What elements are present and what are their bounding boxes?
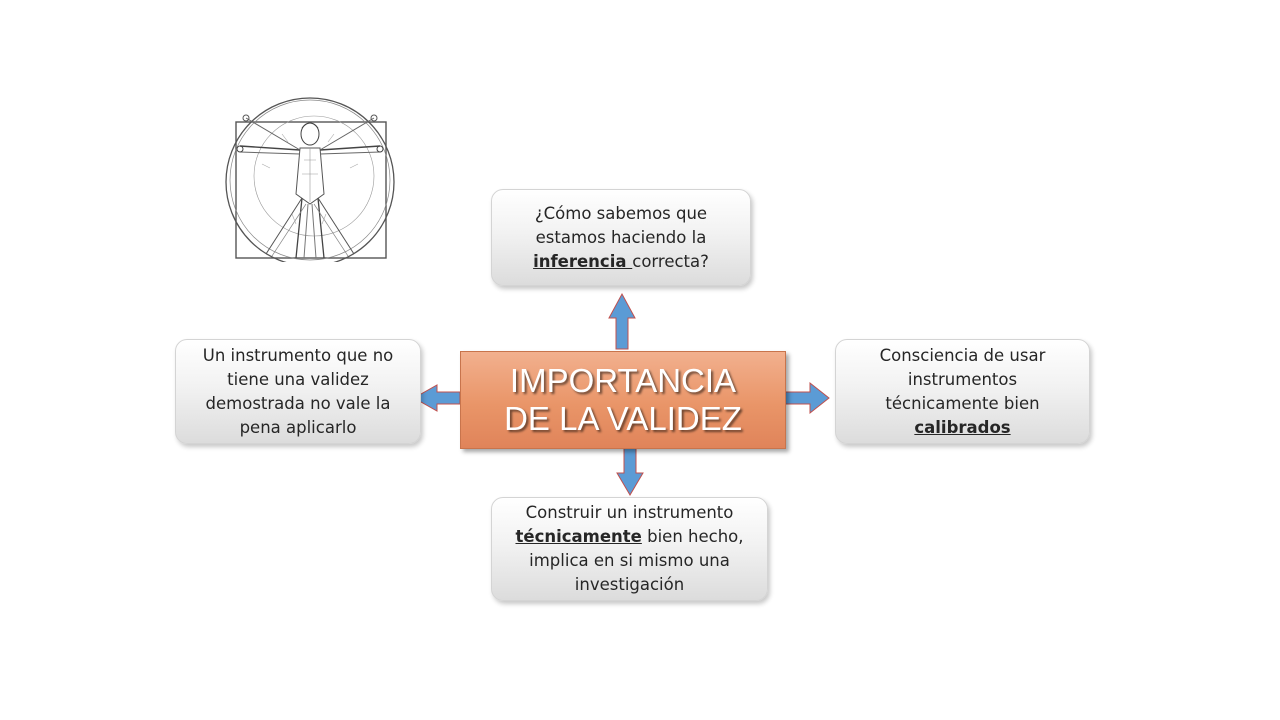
question-line-3: correcta? bbox=[632, 251, 709, 271]
question-line-2: estamos haciendo la bbox=[535, 227, 707, 247]
tecnicamente-emphasis: técnicamente bbox=[515, 527, 642, 546]
arrow-left bbox=[412, 384, 461, 412]
center-title-line-1: IMPORTANCIA bbox=[509, 362, 737, 399]
bottom-line-1: Construir un instrumento bbox=[525, 503, 734, 522]
arrow-right bbox=[783, 381, 830, 415]
center-title-line-2: DE LA VALIDEZ bbox=[504, 400, 742, 437]
bottom-line-3: implica en si mismo una bbox=[529, 551, 730, 570]
bottom-statement-box: Construir un instrumento técnicamente bi… bbox=[491, 497, 768, 601]
bottom-line-2: bien hecho, bbox=[641, 527, 744, 546]
question-line-1: ¿Cómo sabemos que bbox=[534, 203, 708, 223]
vitruvian-man-image bbox=[225, 97, 395, 262]
arrow-down bbox=[616, 443, 644, 496]
arrow-up bbox=[608, 292, 636, 350]
left-line-2: tiene una validez bbox=[227, 369, 369, 389]
left-statement-box: Un instrumento que no tiene una validez … bbox=[175, 339, 421, 444]
question-box: ¿Cómo sabemos que estamos haciendo la in… bbox=[491, 189, 751, 286]
right-line-2: instrumentos bbox=[907, 369, 1018, 389]
inferencia-emphasis: inferencia bbox=[533, 251, 633, 271]
right-line-3: técnicamente bien bbox=[885, 393, 1040, 413]
left-line-4: pena aplicarlo bbox=[239, 417, 357, 437]
bottom-line-4: investigación bbox=[574, 575, 685, 594]
left-line-1: Un instrumento que no bbox=[202, 345, 394, 365]
calibrados-emphasis: calibrados bbox=[914, 417, 1011, 437]
right-line-1: Consciencia de usar bbox=[879, 345, 1046, 365]
right-statement-box: Consciencia de usar instrumentos técnica… bbox=[835, 339, 1090, 444]
left-line-3: demostrada no vale la bbox=[205, 393, 391, 413]
central-concept-box: IMPORTANCIA DE LA VALIDEZ bbox=[460, 351, 786, 449]
